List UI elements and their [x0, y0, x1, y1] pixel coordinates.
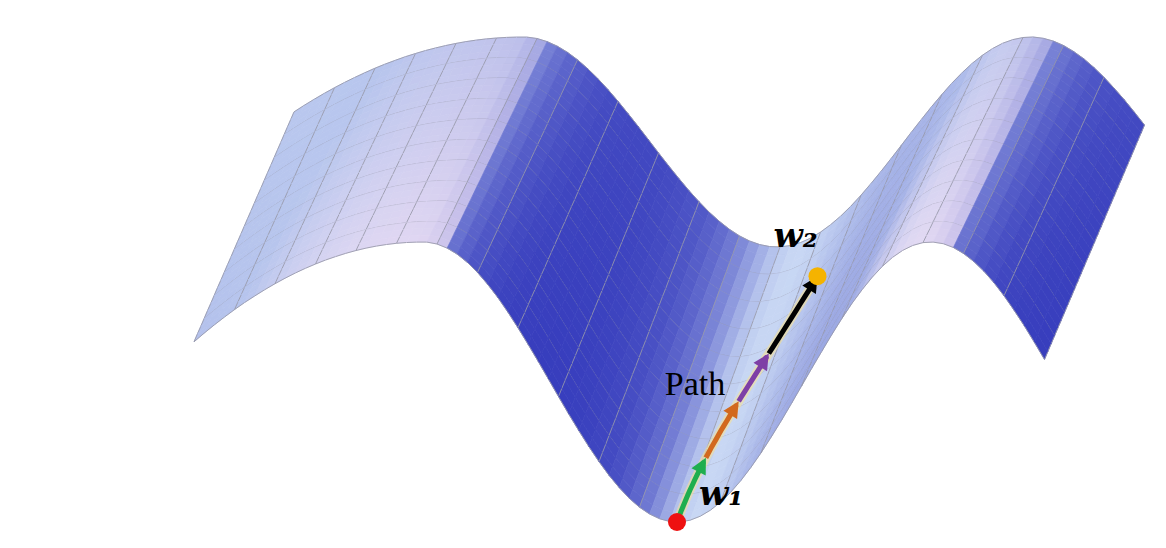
- grid-line: [1023, 37, 1033, 38]
- grid-line: [497, 37, 507, 38]
